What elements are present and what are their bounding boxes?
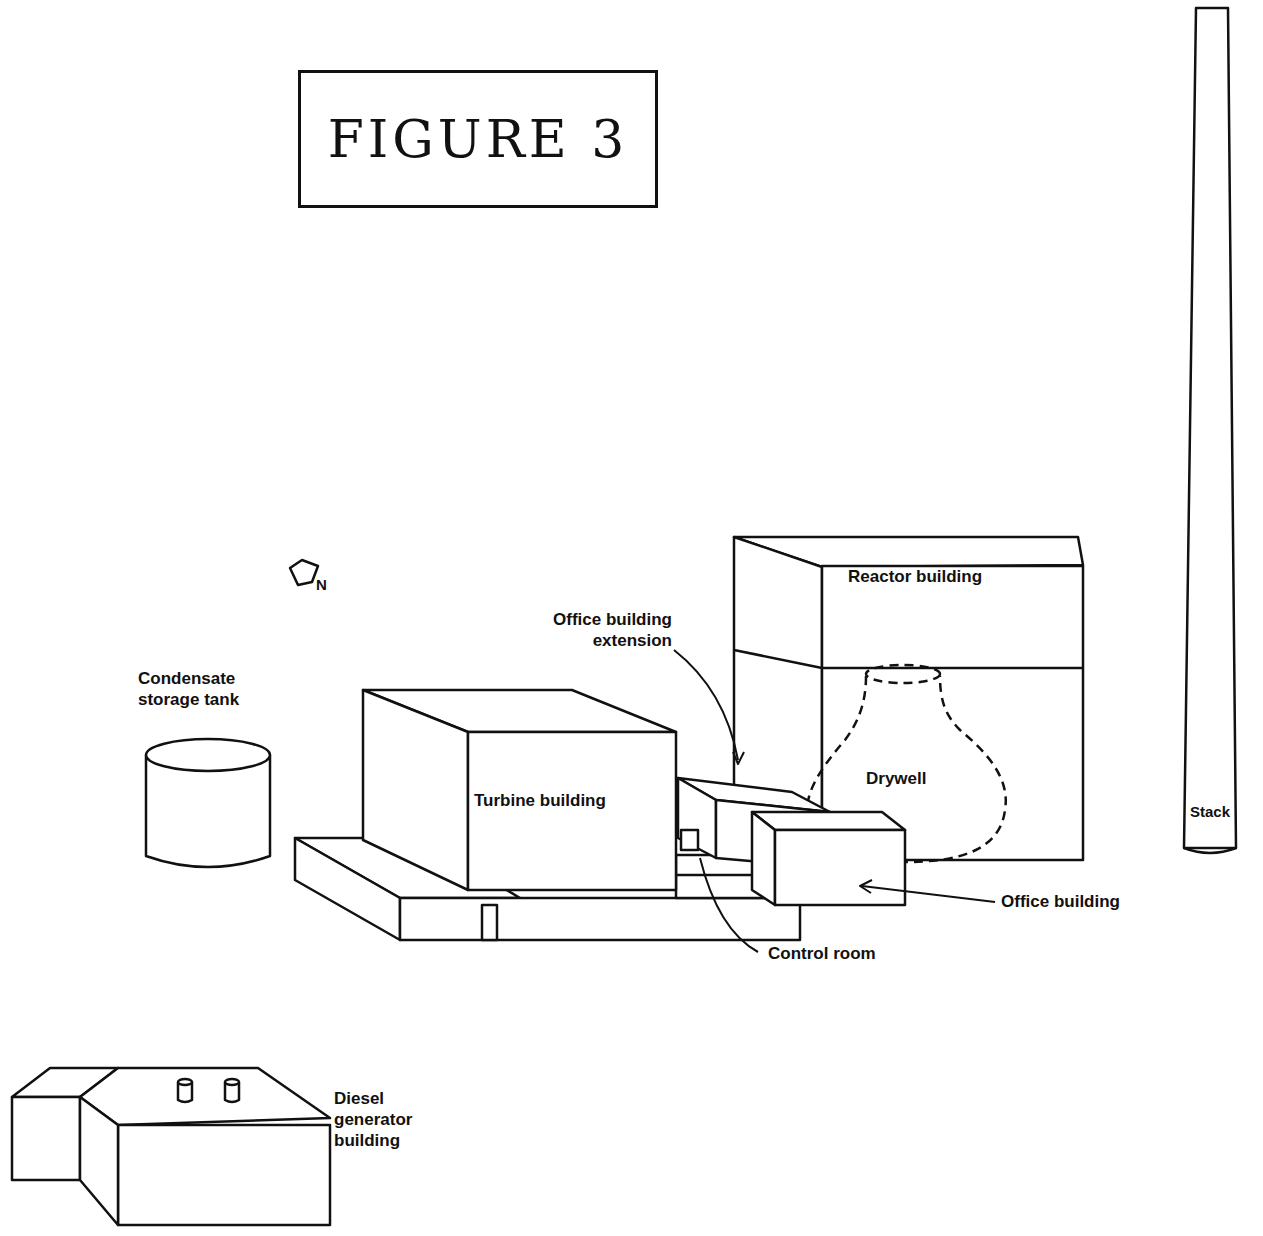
title-frame: FIGURE 3 xyxy=(298,70,658,208)
office-building xyxy=(752,812,905,830)
building-label: Reactor building xyxy=(848,566,1073,587)
door xyxy=(482,905,497,940)
stack-outline xyxy=(1184,8,1236,848)
building-label: Diesel generator building xyxy=(334,1088,429,1151)
north-label: N xyxy=(316,574,346,595)
leader-line xyxy=(674,650,738,760)
tank-label: Condensate storage tank xyxy=(138,668,286,710)
figure-title: FIGURE 3 xyxy=(328,109,629,169)
stack-label: Stack xyxy=(1190,801,1234,822)
control-room xyxy=(681,830,698,850)
leader-line xyxy=(862,886,995,902)
building-label: Office building xyxy=(1001,891,1181,912)
building-label: Turbine building xyxy=(474,790,672,811)
north-arrow xyxy=(290,560,318,585)
leader-line xyxy=(700,858,758,952)
building-label: Office building extension xyxy=(488,609,672,651)
room-label: Control room xyxy=(768,943,908,964)
building-label: Drywell xyxy=(866,768,956,789)
